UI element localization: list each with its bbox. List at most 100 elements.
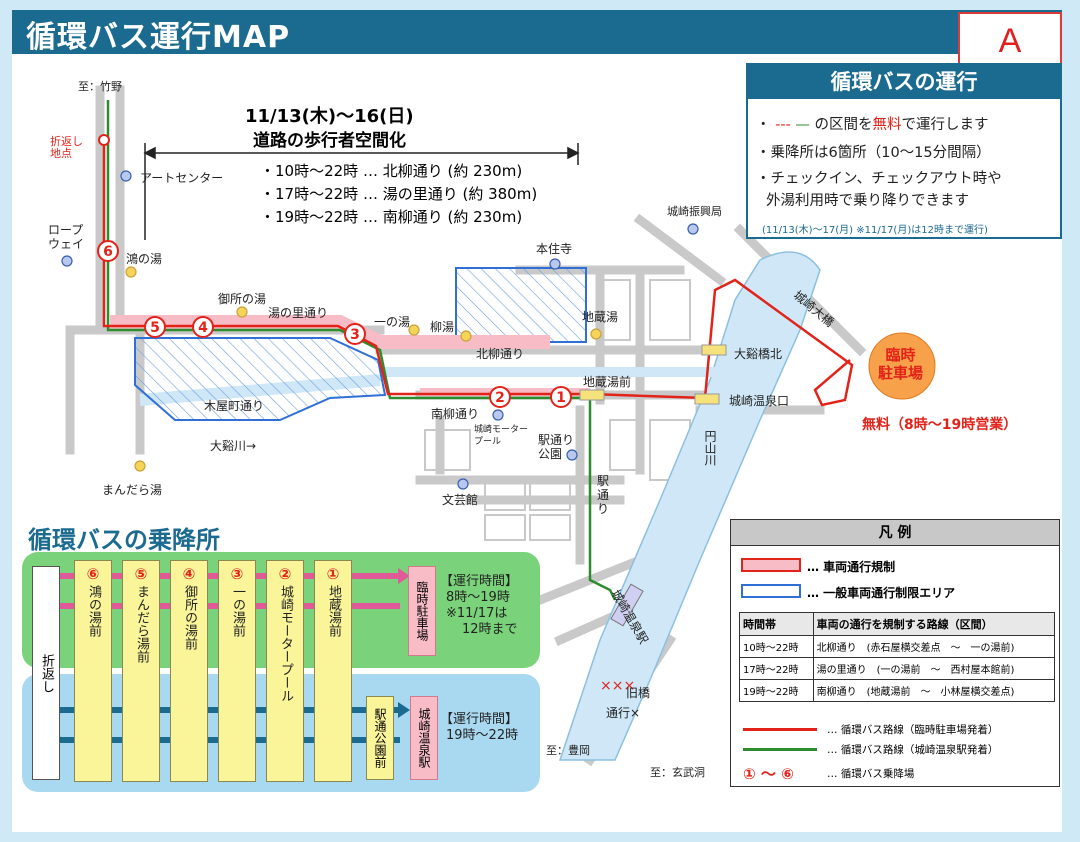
label-minamiyanagi: 南柳通り: [431, 407, 480, 421]
label-jizoyumae: 地蔵湯前: [583, 375, 632, 389]
label-maruyama: 円山川: [703, 430, 717, 466]
svg-text:2: 2: [495, 390, 505, 406]
label-jizoyu: 地蔵湯: [582, 310, 619, 324]
schedule-item: ・10時〜22時 … 北柳通り (約 230m): [260, 162, 523, 180]
blue-time-value: 19時〜22時: [446, 728, 519, 743]
legend-stops-symbol: ① 〜 ⑥: [743, 765, 794, 783]
green-time-note-2: 12時まで: [462, 622, 518, 637]
label-honjuji: 本住寺: [536, 242, 573, 256]
legend-green-dash: —: [795, 117, 815, 133]
ekidori-park-box: 駅通公園前: [366, 696, 394, 780]
label-to-genbudo: 至：玄武洞: [650, 766, 705, 779]
legend-red-line: [743, 728, 817, 731]
legend: 凡 例 … 車両通行規制 … 一般車両通行制限エリア 時間帯 車両の通行を規制す…: [730, 519, 1060, 787]
label-no-pass: 通行×: [606, 706, 641, 720]
legend-red-desc: … 循環バス路線（臨時駐車場発着）: [827, 724, 999, 736]
legend-row-2: … 一般車両通行制限エリア: [807, 586, 956, 600]
label-mandarayu: まんだら湯: [102, 483, 163, 497]
info-line-4: 外湯利用時で乗り降りできます: [766, 193, 969, 209]
label-bungeikan: 文芸館: [442, 493, 479, 507]
schedule-subtitle: 道路の歩行者空間化: [253, 131, 406, 151]
label-art-center: アートセンター: [140, 171, 224, 185]
info-line-2: ・乗降所は6箇所（10〜15分間隔）: [756, 145, 991, 161]
table-row: 10時〜22時 北柳通り (赤石屋横交差点 〜 一の湯前): [739, 635, 1056, 658]
bus-info-box: 循環バスの運行 ・ --- — の区間を無料で運行します ・乗降所は6箇所（10…: [746, 63, 1062, 239]
label-yunosato: 湯の里通り: [268, 306, 329, 320]
page-title: 循環バス運行MAP: [26, 20, 291, 55]
label-onsenguchi: 城崎温泉口: [729, 394, 790, 408]
label-goshonoyu: 御所の湯: [218, 292, 267, 306]
green-route: [106, 100, 617, 601]
label-turnaround: 折返し 地点: [50, 135, 83, 160]
legend-row-1: … 車両通行規制: [807, 560, 896, 574]
legend-green-line: [743, 748, 817, 751]
svg-text:4: 4: [198, 320, 208, 336]
label-to-toyooka: 至：豊岡: [546, 744, 590, 757]
label-konoyu: 鴻の湯: [126, 252, 163, 266]
label-ropeway: ロープ ウェイ: [48, 223, 85, 251]
restricted-area-west: [134, 337, 387, 421]
legend-red-dash: ---: [770, 117, 796, 133]
table-row: 17時〜22時 湯の里通り (一の湯前 〜 西村屋本館前): [739, 657, 1056, 680]
return-label: 折返し: [32, 566, 60, 780]
legend-title: 凡 例: [731, 520, 1059, 546]
label-ekidori: 駅 通 り: [597, 474, 610, 516]
svg-text:1: 1: [556, 390, 566, 406]
legend-table-header: 時間帯: [739, 612, 814, 636]
map-code-badge: A: [958, 12, 1062, 70]
legend-table-header: 車両の通行を規制する路線（区間）: [812, 612, 1056, 636]
legend-green-desc: … 循環バス路線（城崎温泉駅発着）: [827, 744, 999, 756]
title-bar: 循環バス運行MAP: [12, 10, 1062, 55]
info-line-3: ・チェックイン、チェックアウト時や: [756, 171, 1002, 187]
legend-stops-desc: … 循環バス乗降場: [827, 768, 915, 780]
info-line-1: ・ --- — の区間を無料で運行します: [756, 117, 989, 133]
schedule-item: ・19時〜22時 … 南柳通り (約 230m): [260, 208, 523, 226]
green-time-value: 8時〜19時: [446, 590, 510, 605]
landmark-dots: [61, 170, 699, 490]
label-taikeigawa: 大谿川→: [210, 439, 257, 453]
label-old-bridge: 旧橋: [626, 686, 651, 700]
bus-stop-numbers: 6 5 4 3 2 1: [103, 244, 566, 406]
label-yanagiyu: 柳湯: [430, 320, 455, 334]
bus-stop-markers: [97, 240, 572, 408]
stops-title: 循環バスの乗降所: [28, 526, 220, 554]
label-shinkokyoku: 城崎振興局: [667, 205, 722, 218]
info-title: 循環バスの運行: [748, 65, 1060, 99]
red-route: [102, 140, 854, 407]
label-kiyamachi: 木屋町通り: [204, 399, 265, 413]
schedule-item: ・17時〜22時 … 湯の里通り (約 380m): [260, 185, 538, 203]
schedule-bracket: [143, 143, 580, 240]
temp-parking-marker: [868, 332, 936, 400]
schedule-date: 11/13(木)〜16(日): [245, 106, 414, 127]
label-ekidori-park: 駅通り 公園: [538, 433, 575, 461]
green-time-label: 【運行時間】: [440, 574, 519, 589]
legend-pink-swatch: [741, 558, 801, 572]
svg-text:6: 6: [103, 244, 113, 260]
station-marker: [610, 583, 644, 627]
onsen-station-box: 城崎温泉駅: [410, 696, 438, 780]
restricted-area-north: [455, 267, 587, 343]
maruyama-river: [558, 251, 821, 761]
svg-text:×××: ×××: [600, 678, 635, 694]
svg-text:5: 5: [150, 320, 160, 336]
label-taikeibashi: 大谿橋北: [734, 347, 783, 361]
svg-text:3: 3: [350, 327, 360, 343]
table-row: 19時〜22時 南柳通り (地蔵湯前 〜 小林屋横交差点): [739, 679, 1056, 702]
label-motorpool: 城崎モーター プール: [474, 425, 529, 447]
label-rinji-parking: 臨時 駐車場: [878, 346, 924, 382]
green-time-note: ※11/17は: [446, 606, 508, 621]
label-parking-note: 無料（8時〜19時営業）: [862, 417, 1018, 433]
legend-blue-swatch: [741, 584, 801, 598]
label-to-takeno: 至：竹野: [78, 80, 122, 93]
blue-time-label: 【運行時間】: [440, 712, 519, 727]
label-kitayanagi: 北柳通り: [476, 347, 525, 361]
info-note: (11/13(木)〜17(月) ※11/17(月)は12時まで運行): [762, 225, 988, 236]
